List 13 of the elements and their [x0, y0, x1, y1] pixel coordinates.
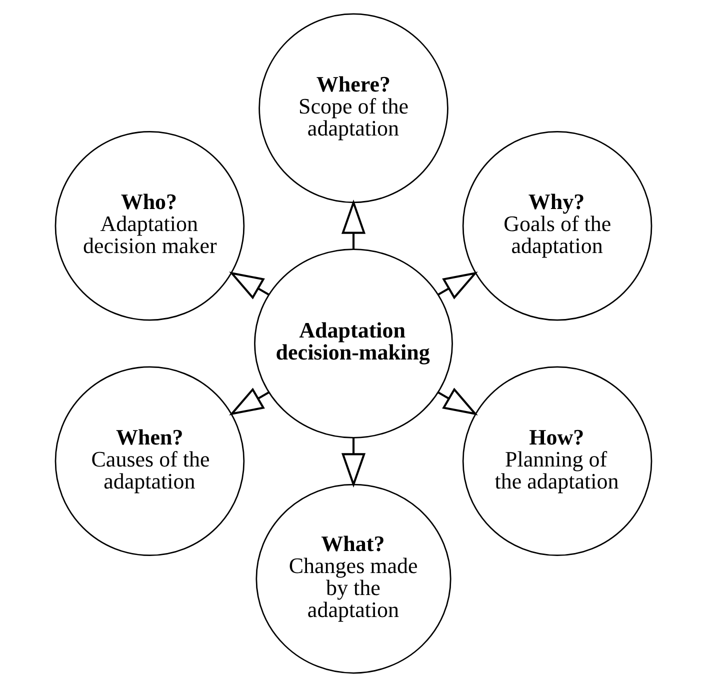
arrow [438, 272, 478, 300]
node-circle: When? Causes of the adaptation [54, 366, 245, 556]
arrow [229, 388, 270, 416]
arrow [229, 272, 270, 300]
node-circle: Where? Scope of the adaptation [258, 13, 448, 204]
node-circle: Who? Adaptation decision maker [54, 130, 245, 321]
arrow [341, 438, 366, 488]
node-circle: How? Planning of the adaptation [462, 366, 652, 556]
node-circle: What? Changes made by the adaptation [256, 484, 452, 674]
node-circle: Why? Goals of the adaptation [462, 130, 652, 321]
arrow [438, 388, 478, 416]
node-circle: Adaptation decision-making [254, 248, 453, 438]
arrow [341, 199, 366, 250]
